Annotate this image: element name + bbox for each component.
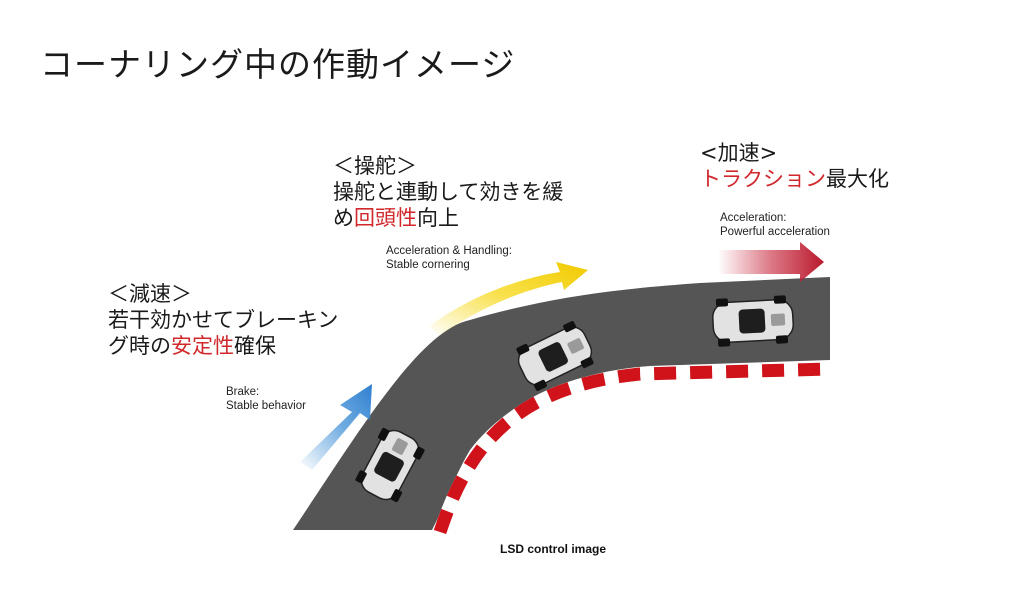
acceleration-line1-post: 最大化 [826,167,889,191]
acceleration-highlight: トラクション [700,167,826,191]
brake-en-label: Brake: Stable behavior [226,385,306,413]
car-accelerating-icon [712,295,794,347]
steering-line1: 操舵と連動して効きを緩 [333,180,564,204]
page-title: コーナリング中の作動イメージ [40,45,516,84]
handling-arrow [430,262,588,336]
brake-arrow [300,384,372,470]
steering-heading: ＜操舵＞ [333,154,417,178]
steering-line2: め回頭性向上 [333,205,563,231]
track-curb-stripes [433,362,831,535]
brake-description: ＜減速＞ 若干効かせてブレーキン グ時の安定性確保 [108,281,338,359]
steering-highlight: 回頭性 [354,206,417,230]
car-braking-icon [355,427,425,503]
acceleration-line1: トラクション最大化 [700,166,889,192]
acceleration-en-label: Acceleration: Powerful acceleration [720,211,830,239]
steering-line2-pre: め [333,206,354,230]
brake-line2: グ時の安定性確保 [108,333,338,359]
steering-line2-post: 向上 [417,206,459,230]
brake-en-line2: Stable behavior [226,400,306,412]
brake-en-line1: Brake: [226,386,260,398]
steering-en-line2: Stable cornering [386,259,470,271]
brake-line2-pre: グ時の [108,334,171,358]
diagram-caption: LSD control image [499,542,606,556]
acceleration-heading: <加速> [700,141,778,165]
car-cornering-icon [516,321,594,391]
steering-en-line1: Acceleration & Handling: [386,245,512,257]
brake-line2-post: 確保 [234,334,276,358]
steering-en-label: Acceleration & Handling: Stable cornerin… [386,244,512,272]
acceleration-en-line1: Acceleration: [720,212,787,224]
track-road [293,277,830,530]
acceleration-en-line2: Powerful acceleration [720,226,830,238]
acceleration-arrow [718,242,824,282]
brake-heading: ＜減速＞ [108,282,192,306]
brake-line1: 若干効かせてブレーキン [108,308,339,332]
brake-highlight: 安定性 [171,334,234,358]
acceleration-description: <加速> トラクション最大化 [700,140,889,192]
steering-description: ＜操舵＞ 操舵と連動して効きを緩 め回頭性向上 [333,153,563,231]
